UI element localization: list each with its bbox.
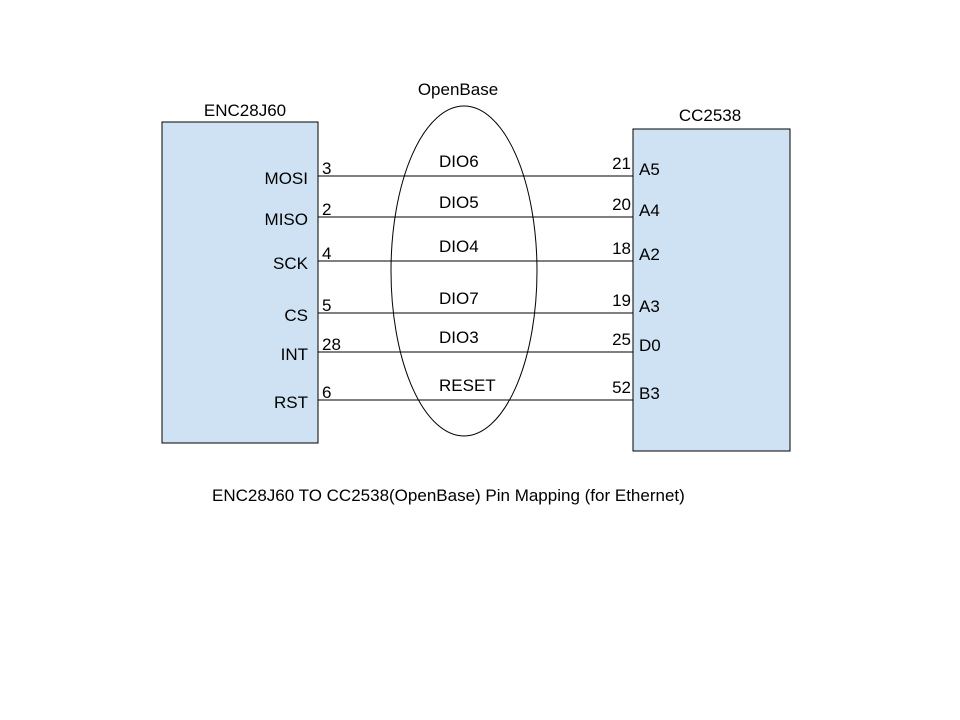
connection-row: MISO 2 DIO5 20 A4 [265,193,660,229]
left-pin-name: CS [284,306,308,325]
left-pin-number: 6 [322,383,331,402]
enc28j60-chip-box [161,121,319,444]
diagram-caption: ENC28J60 TO CC2538(OpenBase) Pin Mapping… [212,486,685,505]
right-pin-number: 19 [612,291,631,310]
bus-signal-label: DIO3 [439,328,479,347]
left-pin-name: MOSI [265,169,308,188]
right-pin-name: A3 [639,297,660,316]
left-pin-name: MISO [265,210,308,229]
connection-row: RST 6 RESET 52 B3 [274,376,660,412]
connection-row: MOSI 3 DIO6 21 A5 [265,152,660,188]
right-pin-name: A2 [639,245,660,264]
right-pin-name: A4 [639,201,660,220]
cc2538-chip-title: CC2538 [679,106,741,125]
left-pin-number: 4 [322,244,331,263]
left-pin-name: RST [274,393,308,412]
bus-signal-label: DIO7 [439,289,479,308]
enc28j60-chip-title: ENC28J60 [204,101,286,120]
bus-signal-label: DIO4 [439,237,479,256]
left-pin-number: 3 [322,159,331,178]
left-pin-name: INT [281,345,308,364]
right-pin-number: 25 [612,330,631,349]
bus-signal-label: RESET [439,376,496,395]
connection-row: INT 28 DIO3 25 D0 [281,328,661,364]
right-pin-name: D0 [639,336,661,355]
right-pin-number: 18 [612,239,631,258]
right-pin-name: A5 [639,160,660,179]
right-pin-number: 21 [612,154,631,173]
bus-signal-label: DIO6 [439,152,479,171]
right-pin-name: B3 [639,384,660,403]
right-pin-number: 52 [612,378,631,397]
left-pin-number: 28 [322,335,341,354]
left-pin-number: 2 [322,200,331,219]
cc2538-chip-box [632,128,791,452]
openbase-title: OpenBase [418,80,498,99]
connection-row: CS 5 DIO7 19 A3 [284,289,659,325]
bus-signal-label: DIO5 [439,193,479,212]
left-pin-name: SCK [273,254,309,273]
openbase-ellipse [390,105,538,437]
left-pin-number: 5 [322,296,331,315]
right-pin-number: 20 [612,195,631,214]
connection-row: SCK 4 DIO4 18 A2 [273,237,660,273]
